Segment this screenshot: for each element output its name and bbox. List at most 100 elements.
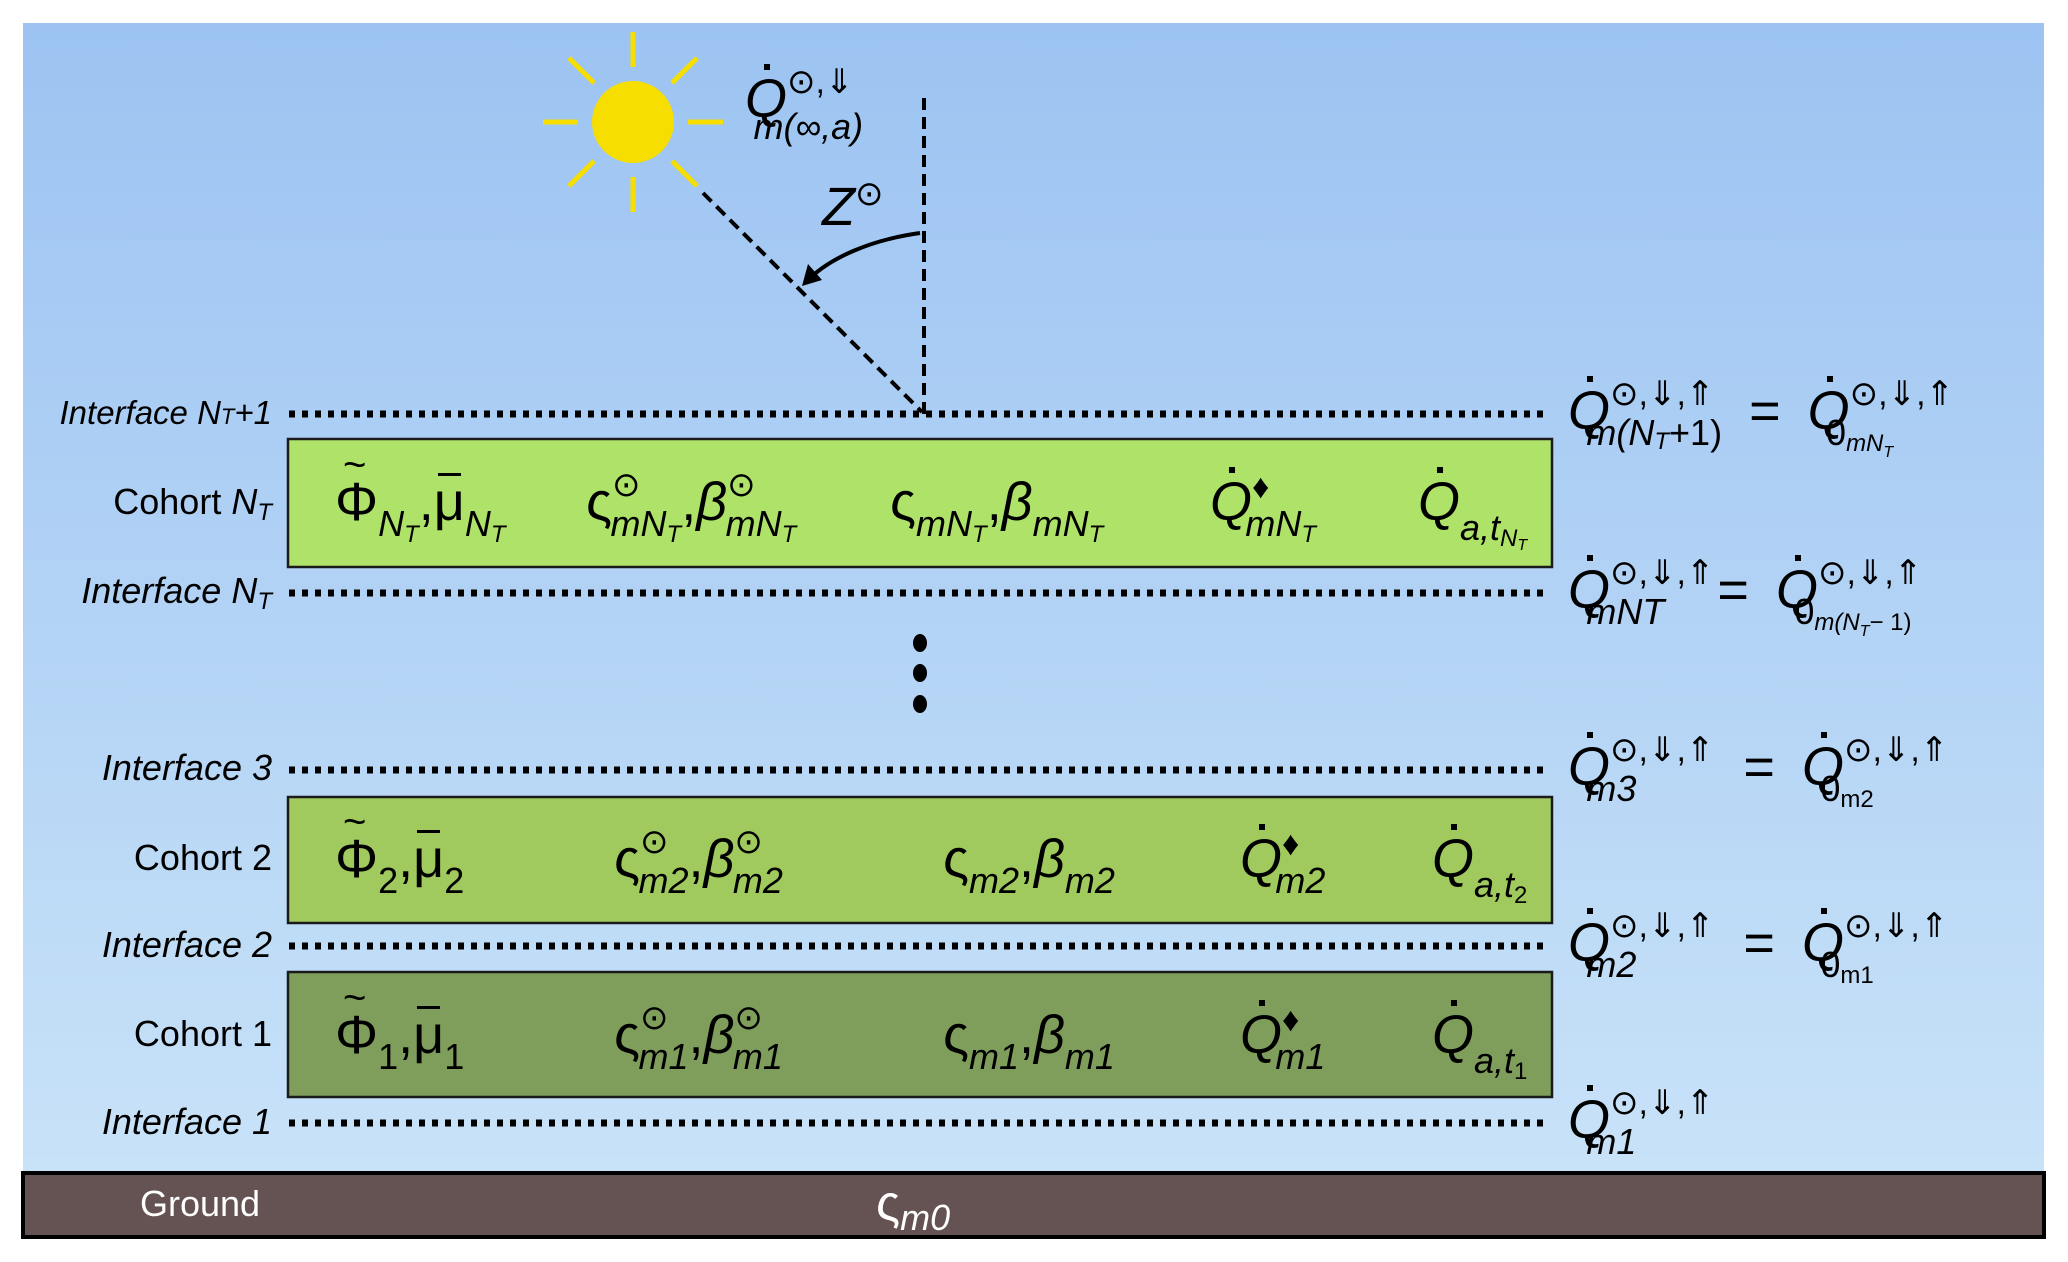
sun-superscript: ⊙ [734,999,763,1037]
sun-superscript: ⊙ [640,823,669,861]
beta-subscript: m1 [1064,1036,1115,1077]
phi-symbol: Φ [335,445,378,529]
phi-subscript: N [378,503,405,544]
flux-subsubsubscript: T [1859,623,1870,640]
beta-symbol: β [1001,472,1033,532]
mu-subscript: N [464,503,491,544]
mu-symbol: μ [433,472,465,532]
interface-flux-3: Q⊙,⇓,⇑m3 = Q⊙,⇓,⇑0m2 [1568,732,1948,812]
flux-symbol: Q [745,64,788,129]
comma: , [986,472,1002,532]
Q-symbol: Q [1775,555,1818,620]
interface-label-1: Interface 1 [101,1101,272,1142]
flux-superscript: ⊙,⇓,⇑ [1849,375,1955,413]
flux-subsubscript: m(N [1814,609,1860,636]
cohort-NT-anthropogenic-heat: Qa,tNT [1418,467,1527,554]
Q-subsubscript: N [1500,525,1518,552]
sigma-subscript: m1 [969,1036,1020,1077]
flux-subscript: 0 [1794,591,1815,632]
label-text: Cohort [113,481,232,522]
flux-subscript: mNT [1586,591,1665,632]
cohort-1-anthropogenic-heat: Qa,t1 [1432,1000,1527,1084]
interface-label-NT-plus-1: Interface NT+1 [60,396,273,429]
sigma-subscript: m2 [638,860,689,901]
cohort-label-1: Cohort 1 [133,1013,272,1054]
cohort-box-NT [286,437,1554,569]
Q-subscript: m1 [1275,1036,1326,1077]
Q-subsubsubscript: T [1517,537,1528,554]
mu-subscript: 1 [444,1036,465,1077]
cohort-1-solar-params: ς⊙m1,β⊙m1 [614,1001,783,1075]
flux-subscript: 0 [1820,944,1841,985]
beta-subscript: m2 [1064,860,1115,901]
cohort-label-NT: Cohort NT [113,481,272,525]
flux-subscript: m2 [1586,944,1637,985]
Q-symbol: Q [1210,467,1253,532]
beta-symbol: β [703,1005,735,1065]
beta-subscript: m2 [732,860,783,901]
Q-symbol: Q [1807,376,1850,441]
sigma-symbol: ς [876,1175,901,1231]
sigma-subscript: mN [610,503,667,544]
flux-subscript: m(N [1586,412,1655,453]
flux-superscript: ⊙,⇓,⇑ [1610,1084,1715,1122]
cohort-2-heat-source: Q♦m2 [1240,824,1325,899]
sigma-subscript: m1 [638,1036,689,1077]
flux-subsubscript: m1 [1840,962,1874,989]
zenith-superscript: ⊙ [855,175,884,213]
sun-ray-line [701,191,924,414]
ellipsis-icon [913,634,927,713]
sun-superscript: ⊙ [727,466,756,504]
Q-subscript: m2 [1275,860,1326,901]
arrowhead-icon [802,264,822,286]
beta-symbol: β [1034,829,1065,889]
cohort-2-phi-mu: Φ2,μ2 [335,802,464,899]
sigma-symbol: ς [943,1005,970,1065]
ground-band [21,1171,2046,1239]
flux-subsubsubscript: T [1883,444,1894,461]
equals-sign: = [1717,560,1749,620]
comma: , [688,1005,704,1065]
flux-subsubscript: m2 [1840,786,1874,813]
sigma-symbol: ς [890,472,917,532]
flux-subsubscript: mN [1846,430,1884,457]
beta-symbol: β [703,829,735,889]
Q-symbol: Q [1568,908,1611,973]
ground-albedo: ςm0 [876,1175,950,1236]
comma: , [688,829,704,889]
mu-subsubscript: T [490,521,506,548]
equals-sign: = [1743,737,1775,797]
sun-superscript: ⊙ [612,466,641,504]
label-suffix: +1 [234,394,272,431]
comma: , [398,1005,414,1065]
toa-flux-formula: Q⊙,⇓m(∞,a) [745,64,863,145]
flux-superscript: ⊙,⇓,⇑ [1843,907,1949,945]
phi-symbol: Φ [335,978,378,1062]
label-text: Interface [81,570,232,611]
comma: , [418,472,434,532]
flux-subscript: m(∞,a) [753,106,864,147]
sigma-symbol: ς [614,1005,641,1065]
interface-label-3: Interface 3 [101,747,272,788]
interface-label-2: Interface 2 [101,924,272,965]
phi-subscript: 2 [378,860,399,901]
zenith-symbol: Z [822,177,855,237]
cohort-NT-solar-params: ς⊙mNT,β⊙mNT [586,468,796,547]
sun-superscript: ⊙ [640,999,669,1037]
cohort-box-1 [286,970,1554,1099]
phi-subscript: 1 [378,1036,399,1077]
sigma-subscript: m2 [969,860,1020,901]
sigma-symbol: ς [943,829,970,889]
cohort-NT-phi-mu: ΦNT,μNT [335,445,506,547]
label-var-sub: T [220,404,235,429]
label-var: N [231,570,258,611]
sigma-subscript: mN [916,503,973,544]
sigma-subsubscript: T [972,521,987,548]
cohort-1-phi-mu: Φ1,μ1 [335,978,464,1075]
flux-superscript: ⊙,⇓,⇑ [1843,731,1949,769]
flux-superscript: ⊙,⇓,⇑ [1817,554,1923,592]
diamond-superscript: ♦ [1282,825,1300,863]
zenith-angle-arrow [806,231,921,282]
